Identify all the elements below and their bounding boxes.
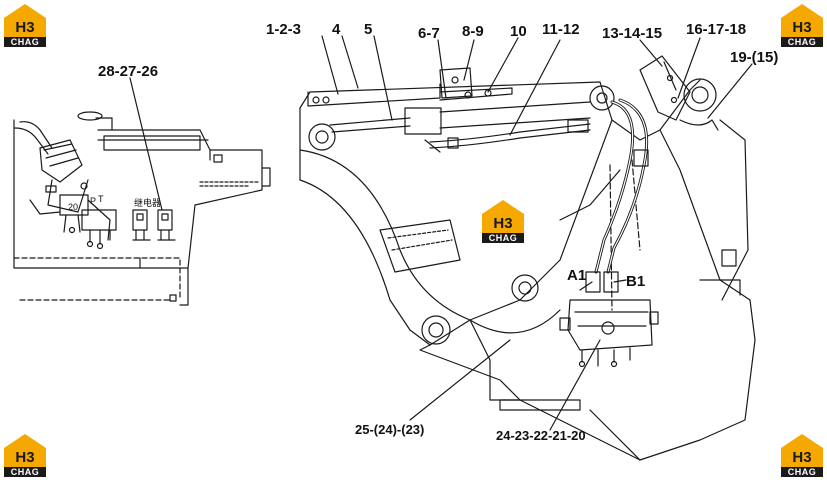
callout-4: 4	[332, 21, 341, 38]
control-console-drawing	[13, 111, 271, 306]
label-p: P	[90, 196, 96, 206]
callout-a1: A1	[567, 267, 586, 284]
callout-16-17-18: 16-17-18	[686, 21, 746, 38]
callout-6-7: 6-7	[418, 25, 440, 42]
logo-top-text: H3	[15, 449, 34, 466]
callout-19-15: 19-(15)	[730, 49, 778, 66]
callout-labels: 1-2-3 4 5 6-7 8-9 10 11-12 13-14-15 16-1…	[68, 21, 778, 443]
callout-25-24-23: 25-(24)-(23)	[355, 422, 424, 437]
callout-1-2-3: 1-2-3	[266, 21, 301, 38]
label-20: 20	[68, 202, 78, 212]
logo-top-text: H3	[15, 19, 34, 36]
callout-11-12: 11-12	[542, 21, 580, 38]
callout-5: 5	[364, 21, 372, 38]
logo-bottom-text: CHAG	[489, 233, 518, 243]
callout-24-23-22-21-20: 24-23-22-21-20	[496, 428, 586, 443]
logo-top-text: H3	[792, 19, 811, 36]
logo-bottom-text: CHAG	[11, 37, 40, 47]
boom-body-drawing	[299, 35, 756, 461]
label-t: T	[98, 194, 104, 204]
callout-10: 10	[510, 23, 527, 40]
logo-top-text: H3	[493, 215, 512, 232]
callout-b1: B1	[626, 273, 645, 290]
logo-bottom-text: CHAG	[11, 467, 40, 477]
logo-bottom-text: CHAG	[788, 467, 817, 477]
logo-bottom-text: CHAG	[788, 37, 817, 47]
label-relay: 继电器	[134, 197, 161, 208]
callout-13-14-15: 13-14-15	[602, 25, 662, 42]
callout-8-9: 8-9	[462, 23, 484, 40]
logo-top-text: H3	[792, 449, 811, 466]
callout-28-27-26: 28-27-26	[98, 63, 158, 80]
